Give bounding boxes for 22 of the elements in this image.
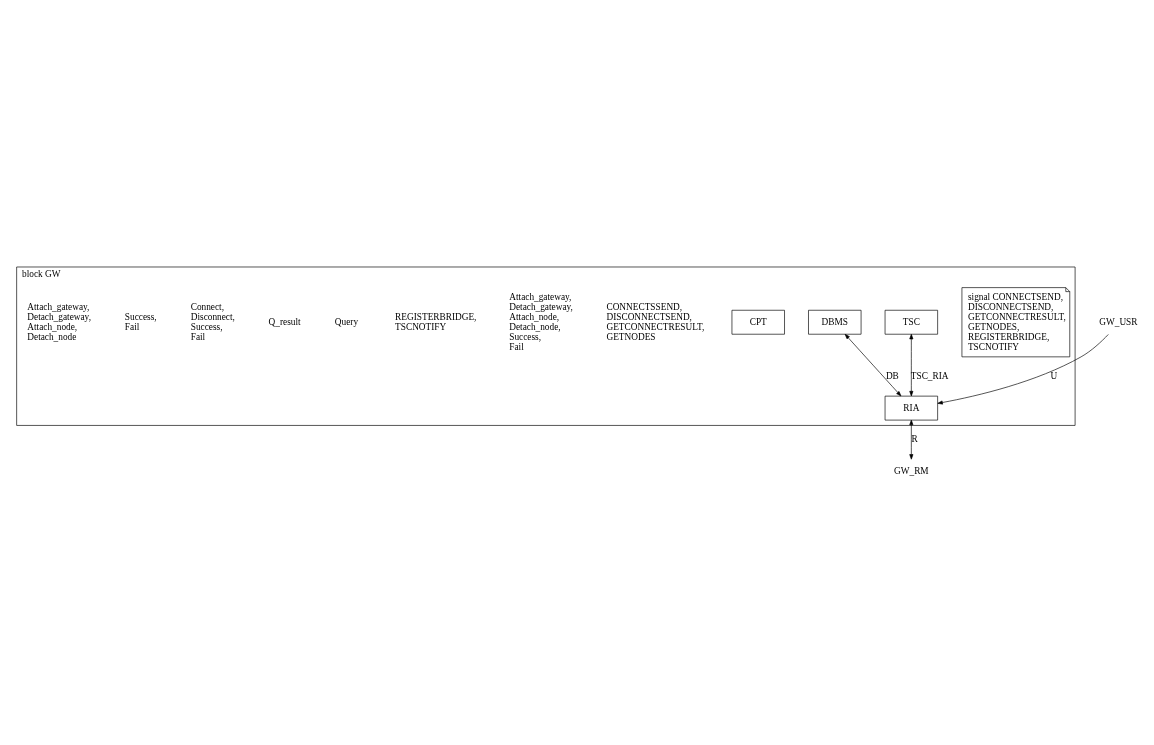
label: Connect, Disconnect, Success, Fail: [190, 301, 235, 342]
label: Attach_gateway, Detach_gateway, Attach_node, Detach_node: [27, 301, 91, 342]
edge-label: R: [911, 434, 918, 445]
arrow: [909, 419, 914, 460]
node-text: GW_RM: [894, 465, 929, 476]
node-text: GW_USR: [1099, 316, 1138, 327]
node-box: DBMS: [808, 309, 862, 335]
edge-label: DB: [885, 370, 899, 381]
arrow: [844, 333, 902, 397]
label: Q_result: [268, 316, 301, 327]
label: Attach_gateway, Detach_gateway, Attach_node, Detach_node, Success, Fail: [509, 291, 573, 352]
node-box: CPT: [731, 309, 785, 335]
label: Query: [334, 316, 359, 327]
label: CONNECTSSEND, DISCONNECTSEND, GETCONNECTRESULT, GETNODES: [606, 301, 705, 342]
label: Success, Fail: [124, 311, 157, 332]
node-box: RIA: [884, 395, 938, 421]
arrow: [937, 334, 1109, 405]
edge-label: U: [1050, 370, 1058, 381]
label: REGISTERBRIDGE, TSCNOTIFY: [395, 311, 477, 332]
arrow: [909, 333, 914, 397]
node-box: TSC: [884, 309, 938, 335]
edge-label: TSC_RIA: [910, 370, 949, 381]
